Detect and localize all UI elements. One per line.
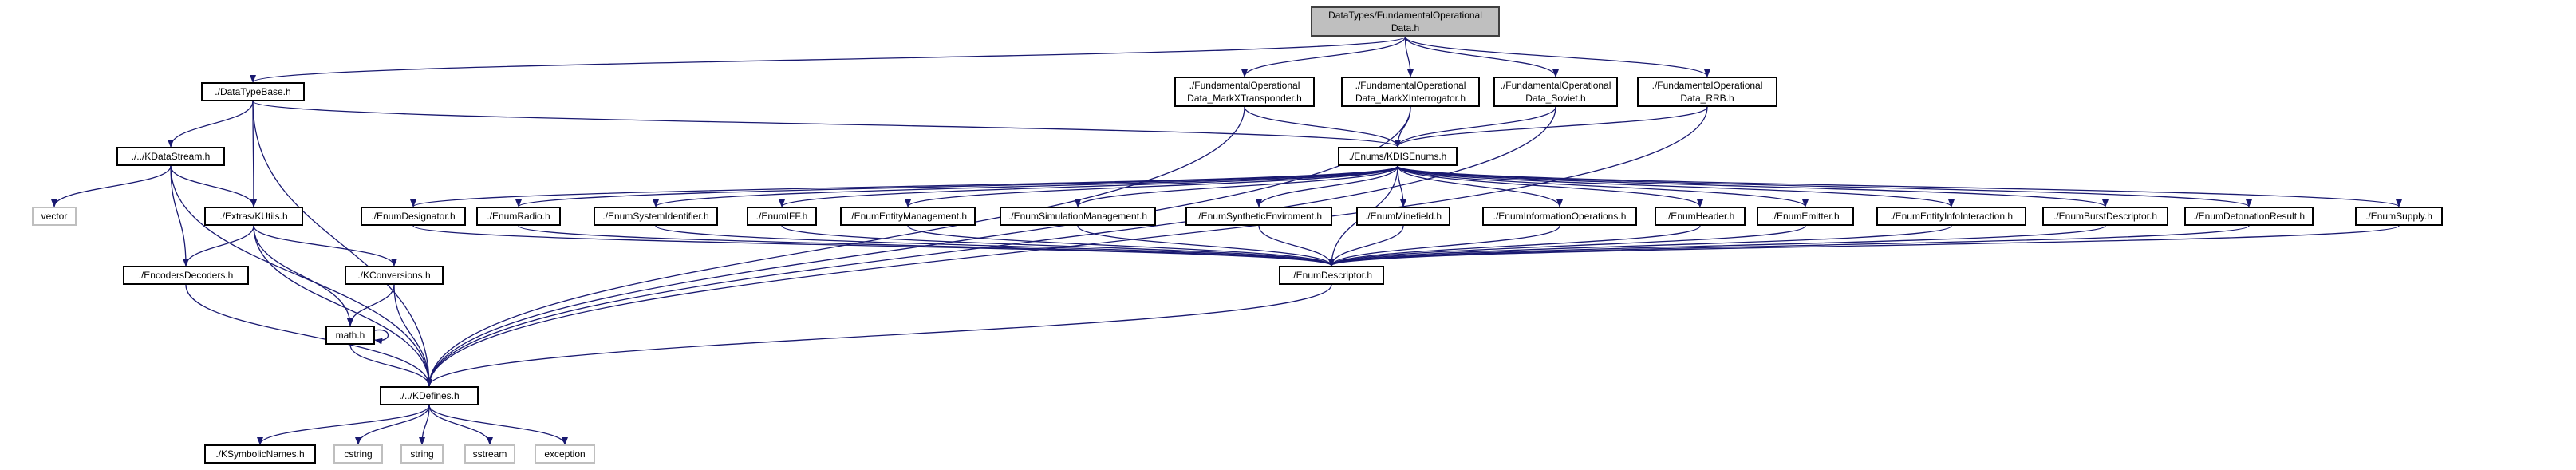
edge-eei-to-edesc: [1328, 225, 1952, 267]
node-enum-minefield[interactable]: ./EnumMinefield.h: [1356, 207, 1450, 226]
edge-rrb-to-kdis: [1395, 106, 1708, 148]
edge-kdis-to-ehd: [1397, 165, 1703, 207]
edge-math-to-math: [374, 329, 389, 345]
node-enum-entity-management[interactable]: ./EnumEntityManagement.h: [840, 207, 976, 226]
edge-eio-to-edesc: [1328, 225, 1560, 267]
edge-mxt-to-kdef: [426, 106, 1245, 387]
node-math[interactable]: math.h: [325, 326, 375, 345]
edge-kutils-to-math: [253, 225, 353, 326]
edge-kds-to-encdec: [170, 165, 189, 267]
edge-ebd-to-edesc: [1328, 225, 2106, 267]
edge-sov-to-kdef: [426, 106, 1556, 387]
node-exception: exception: [535, 444, 595, 464]
edge-math-to-kdef: [349, 344, 432, 387]
node-enum-radio[interactable]: ./EnumRadio.h: [476, 207, 561, 226]
node-enum-information-operations[interactable]: ./EnumInformationOperations.h: [1482, 207, 1637, 226]
edge-root-to-sov: [1404, 36, 1559, 77]
node-kdatastream[interactable]: ./../KDataStream.h: [116, 147, 225, 166]
edge-eiff-to-edesc: [781, 225, 1335, 267]
node-cstring: cstring: [333, 444, 383, 464]
edge-kdis-to-edr: [1397, 165, 2252, 207]
edge-eem2-to-edesc: [1328, 225, 1806, 267]
node-string: string: [400, 444, 444, 464]
edge-kdis-to-eiff: [779, 165, 1398, 207]
edge-kdis-to-eem2: [1397, 165, 1809, 207]
node-enum-iff[interactable]: ./EnumIFF.h: [747, 207, 817, 226]
edge-esup-to-edesc: [1328, 225, 2400, 267]
edge-kdis-to-edes: [410, 165, 1398, 207]
edge-esid-to-edesc: [655, 225, 1335, 267]
edge-edesc-to-kdef: [426, 284, 1332, 387]
edge-kdis-to-ebd: [1397, 165, 2109, 207]
edge-kdef-to-ksym: [257, 405, 430, 445]
edge-kdis-to-ese: [1256, 165, 1398, 207]
node-enum-entity-info-interaction[interactable]: ./EnumEntityInfoInteraction.h: [1876, 207, 2026, 226]
edge-edr-to-edesc: [1328, 225, 2250, 267]
edge-kdis-to-eei: [1397, 165, 1955, 207]
node-enum-designator[interactable]: ./EnumDesignator.h: [361, 207, 466, 226]
node-enum-descriptor[interactable]: ./EnumDescriptor.h: [1279, 266, 1384, 285]
edge-kconv-to-kdef: [393, 284, 432, 387]
edge-kdis-to-esid: [653, 165, 1398, 207]
edge-kconv-to-math: [347, 284, 395, 326]
node-ksymbolic-names[interactable]: ./KSymbolicNames.h: [204, 444, 316, 464]
node-enum-emitter[interactable]: ./EnumEmitter.h: [1757, 207, 1854, 226]
node-enum-system-identifier[interactable]: ./EnumSystemIdentifier.h: [594, 207, 718, 226]
node-kdisenums[interactable]: ./Enums/KDISEnums.h: [1338, 147, 1458, 166]
edge-kdis-to-esm: [1075, 165, 1398, 207]
node-enum-detonation-result[interactable]: ./EnumDetonationResult.h: [2184, 207, 2314, 226]
node-kutils[interactable]: ./Extras/KUtils.h: [204, 207, 303, 226]
node-markx-interrogator[interactable]: ./FundamentalOperational Data_MarkXInter…: [1341, 77, 1480, 107]
node-encoders-decoders[interactable]: ./EncodersDecoders.h: [123, 266, 249, 285]
edge-eem-to-edesc: [907, 225, 1335, 267]
edge-kds-to-kdef: [170, 165, 432, 387]
edge-kdef-to-cstring: [355, 405, 430, 445]
node-rrb[interactable]: ./FundamentalOperational Data_RRB.h: [1637, 77, 1777, 107]
edge-kutils-to-encdec: [183, 225, 254, 267]
edge-kds-to-kutils: [170, 165, 257, 207]
edge-dtb-to-kdis: [252, 101, 1401, 148]
edge-encdec-to-kdef: [185, 284, 432, 387]
edge-sov-to-kdis: [1395, 106, 1556, 148]
node-enum-burst-descriptor[interactable]: ./EnumBurstDescriptor.h: [2042, 207, 2168, 226]
node-markx-transponder[interactable]: ./FundamentalOperational Data_MarkXTrans…: [1174, 77, 1315, 107]
edge-kdef-to-sstream: [428, 405, 493, 445]
node-root-file: DataTypes/FundamentalOperational Data.h: [1311, 6, 1500, 37]
node-kdefines[interactable]: ./../KDefines.h: [380, 386, 479, 405]
edge-dtb-to-kds: [168, 101, 254, 148]
node-enum-synthetic-enviroment[interactable]: ./EnumSyntheticEnviroment.h: [1185, 207, 1332, 226]
edge-kutils-to-kdef: [253, 225, 432, 387]
edge-root-to-mxi: [1404, 36, 1414, 77]
edge-root-to-mxt: [1241, 36, 1406, 77]
node-enum-simulation-management[interactable]: ./EnumSimulationManagement.h: [1000, 207, 1156, 226]
edge-erad-to-edesc: [518, 225, 1335, 267]
edge-kdis-to-eio: [1397, 165, 1563, 207]
node-enum-supply[interactable]: ./EnumSupply.h: [2355, 207, 2443, 226]
edge-root-to-rrb: [1404, 36, 1710, 77]
node-sstream: sstream: [464, 444, 515, 464]
edge-kdis-to-erad: [515, 165, 1398, 207]
edge-kutils-to-kconv: [253, 225, 397, 267]
node-vector: vector: [32, 207, 77, 226]
edge-kds-to-vector: [51, 165, 172, 207]
node-soviet[interactable]: ./FundamentalOperational Data_Soviet.h: [1493, 77, 1618, 107]
edge-kdis-to-esup: [1397, 165, 2402, 207]
node-kconversions[interactable]: ./KConversions.h: [345, 266, 444, 285]
edge-root-to-dtb: [250, 36, 1406, 83]
node-enum-header[interactable]: ./EnumHeader.h: [1655, 207, 1746, 226]
edge-kdis-to-eem: [905, 165, 1398, 207]
edge-dtb-to-kdef: [252, 101, 432, 387]
edge-kdef-to-exception: [428, 405, 568, 445]
edge-mxt-to-kdis: [1244, 106, 1401, 148]
edge-ehd-to-edesc: [1328, 225, 1701, 267]
edge-dtb-to-kutils: [250, 101, 257, 207]
node-datatypebase[interactable]: ./DataTypeBase.h: [201, 82, 305, 101]
edge-kdef-to-string: [419, 405, 430, 445]
edge-esm-to-edesc: [1077, 225, 1335, 267]
